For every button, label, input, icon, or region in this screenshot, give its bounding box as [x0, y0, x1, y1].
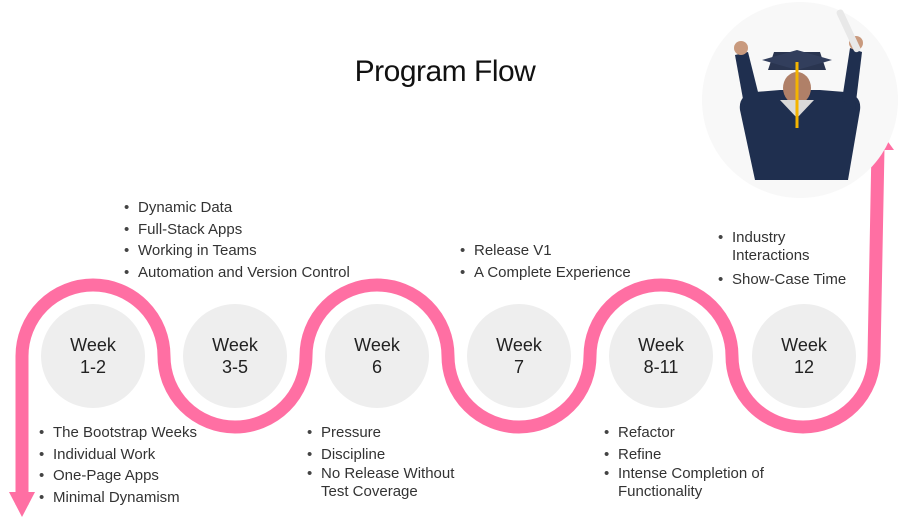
week-circle-6: Week 6 [325, 304, 429, 408]
week-range: 7 [513, 357, 524, 377]
notes-week-6: Pressure Discipline No Release Without T… [305, 422, 475, 505]
week-circle-3-5: Week 3-5 [183, 304, 287, 408]
week-label: Week [354, 335, 400, 355]
week-label: Week [70, 335, 116, 355]
week-range: 3-5 [221, 357, 248, 377]
week-range: 6 [371, 357, 382, 377]
week-label: Week [496, 335, 542, 355]
list-item: The Bootstrap Weeks [37, 422, 237, 444]
notes-week-7: Release V1 A Complete Experience [458, 240, 658, 283]
list-item: Show-Case Time [716, 269, 866, 291]
list-item: One-Page Apps [37, 465, 237, 487]
list-item: Automation and Version Control [122, 262, 382, 284]
list-item: Individual Work [37, 444, 237, 466]
arrow-down-icon [9, 492, 35, 517]
notes-week-1-2: The Bootstrap Weeks Individual Work One-… [37, 422, 237, 508]
list-item: Minimal Dynamism [37, 487, 237, 509]
week-circle-1-2: Week 1-2 [41, 304, 145, 408]
week-range: 8-11 [643, 357, 679, 377]
week-label: Week [212, 335, 258, 355]
list-item: Refactor [602, 422, 792, 444]
list-item: Dynamic Data [122, 197, 382, 219]
list-item: Discipline [305, 444, 475, 466]
serpentine-path [15, 147, 885, 505]
notes-week-3-5: Dynamic Data Full-Stack Apps Working in … [122, 197, 382, 283]
week-circle-8-11: Week 8-11 [609, 304, 713, 408]
notes-week-8-11: Refactor Refine Intense Completion of Fu… [602, 422, 792, 505]
list-item: Working in Teams [122, 240, 382, 262]
list-item: Full-Stack Apps [122, 219, 382, 241]
list-item: Intense Completion of Functionality [602, 465, 788, 501]
notes-week-12: Industry Interactions Show-Case Time [716, 229, 866, 291]
list-item: Release V1 [458, 240, 658, 262]
list-item: Pressure [305, 422, 475, 444]
week-circle-7: Week 7 [467, 304, 571, 408]
page-title: Program Flow [354, 55, 536, 88]
list-item: Refine [602, 444, 792, 466]
week-range: 12 [793, 357, 815, 377]
week-circle-12: Week 12 [752, 304, 856, 408]
list-item: No Release Without Test Coverage [305, 465, 471, 501]
graduate-icon [702, 2, 898, 198]
list-item: A Complete Experience [458, 262, 658, 284]
week-range: 1-2 [79, 357, 106, 377]
week-label: Week [638, 335, 684, 355]
list-item: Industry Interactions [716, 229, 842, 265]
week-label: Week [781, 335, 827, 355]
